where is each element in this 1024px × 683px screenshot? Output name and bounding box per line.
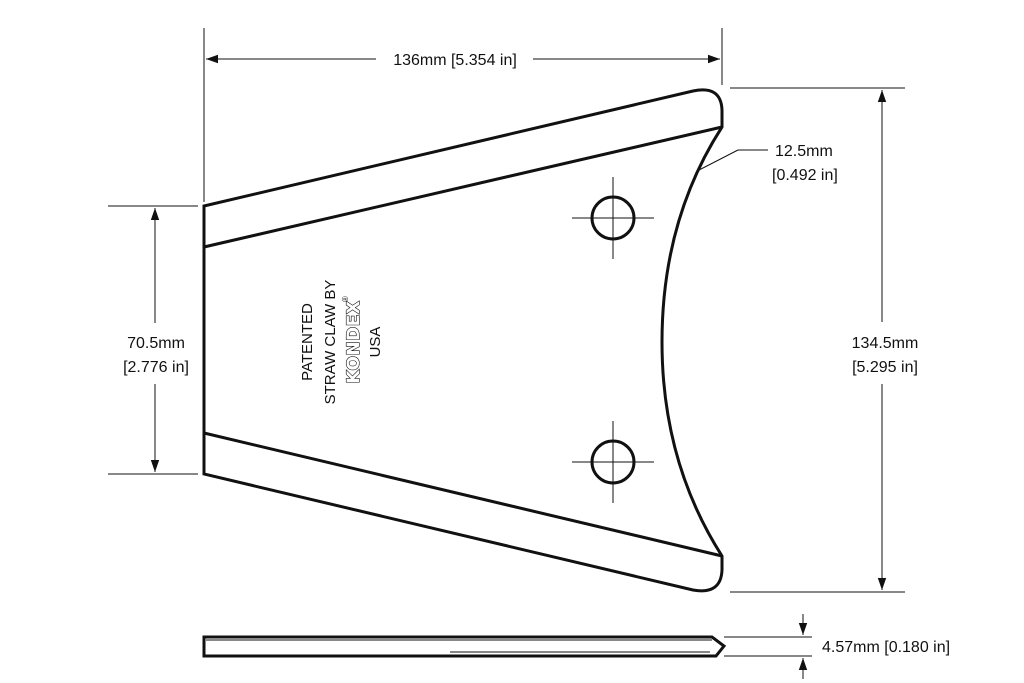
stamp-trademark: ® [341,296,350,302]
left-height-in: [2.776 in] [123,359,189,376]
bottom-bevel-line [203,431,723,558]
hole-size-in: [0.492 in] [772,167,838,184]
width-label: 136mm [5.354 in] [393,52,517,69]
top-bevel-line [203,125,723,249]
extension-lines [108,28,905,657]
left-height-mm: 70.5mm [127,335,185,352]
thickness-label: 4.57mm [0.180 in] [822,639,950,656]
thickness-dimension: 4.57mm [0.180 in] [798,614,950,679]
width-dimension: 136mm [5.354 in] [206,52,720,69]
stamp-patented: PATENTED [299,303,316,381]
stamp-brand-logo: KONDEX [344,301,364,384]
stamp-straw-claw: STRAW CLAW BY [322,280,339,405]
plate-outline [202,88,724,593]
left-height-dimension: 70.5mm [2.776 in] [123,208,189,472]
hole-size-mm: 12.5mm [775,143,833,160]
right-height-dimension: 134.5mm [5.295 in] [852,90,919,590]
stamp-usa: USA [367,327,384,358]
mounting-hole-top [572,177,654,259]
straw-claw-plate: PATENTED STRAW CLAW BY KONDEX ® USA [202,88,724,593]
right-height-mm: 134.5mm [852,335,919,352]
side-view [202,635,727,658]
stamp-text: PATENTED STRAW CLAW BY KONDEX ® USA [299,280,384,405]
mounting-hole-bottom [572,421,654,503]
side-profile [202,635,727,658]
right-height-in: [5.295 in] [852,359,918,376]
